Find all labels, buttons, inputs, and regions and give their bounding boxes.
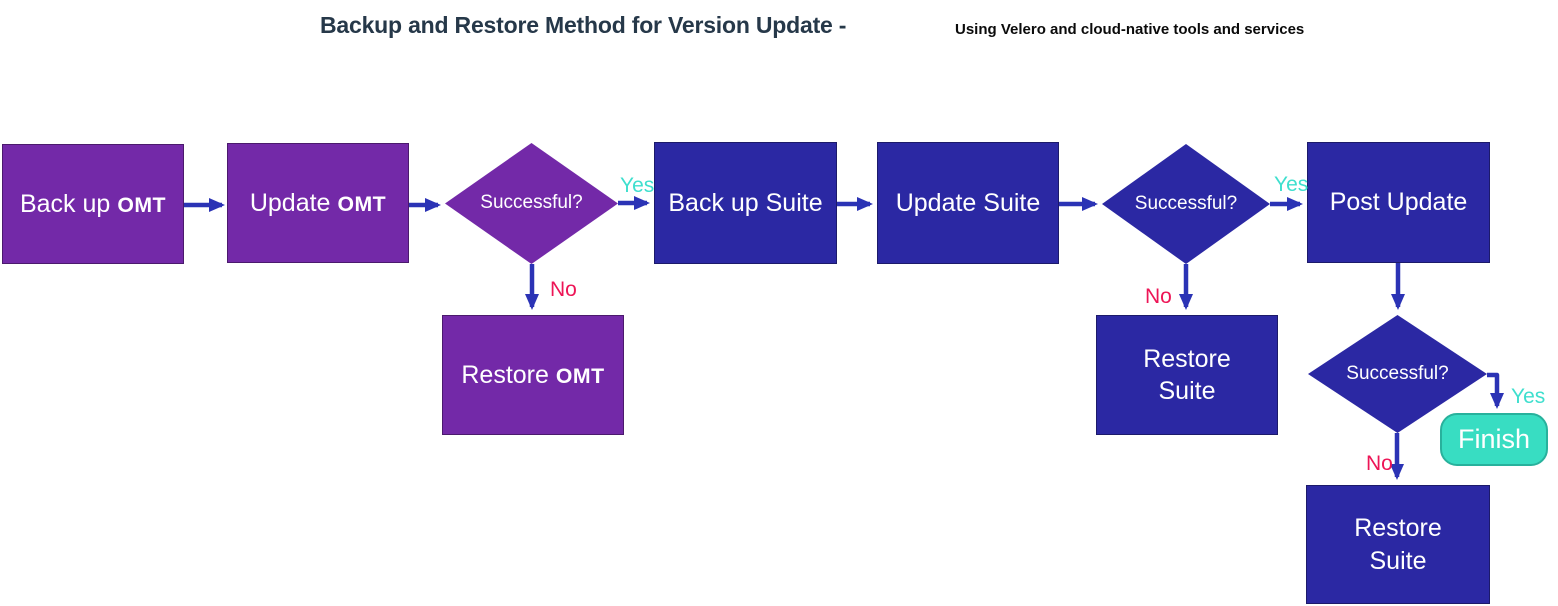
node-label: Finish [1457,423,1531,454]
node-label-acronym: OMT [555,363,605,388]
node-label: Restore [461,360,549,389]
node-finish: Finish [1440,413,1548,466]
node-label: Update [249,188,331,217]
node-label: Back up Suite [668,188,823,217]
node-label: Post Update [1329,188,1468,217]
node-label-acronym: OMT [117,192,167,217]
node-label: Successful? [1346,362,1449,384]
edge-decisionpost-finish [1487,372,1504,409]
node-label-acronym: OMT [337,191,387,216]
node-label: Successful? [1134,192,1238,214]
diagram-subtitle: Using Velero and cloud-native tools and … [955,21,1305,38]
node-decision-omt: Successful? [445,143,618,264]
node-decision-suite: Successful? [1102,144,1270,264]
edge-label-yes-suite: Yes [1274,173,1309,196]
node-label: Back up [19,189,111,218]
edge-label-yes-post: Yes [1511,385,1546,408]
edge-label-no-post: No [1366,452,1393,475]
edge-label-no-omt: No [550,278,577,301]
node-post-update: Post Update [1307,142,1490,263]
edge-label-yes-omt: Yes [620,174,655,197]
diagram-title: Backup and Restore Method for Version Up… [320,12,847,38]
edge-label-no-suite: No [1145,285,1172,308]
node-label-line1: Restore [1143,344,1231,373]
node-label: Update Suite [895,188,1041,217]
node-label: Successful? [480,192,583,214]
node-backup-suite: Back up Suite [654,142,837,264]
node-label-line2: Suite [1158,377,1216,405]
node-label-line1: Restore [1354,514,1442,542]
node-label-line2: Suite [1369,546,1427,575]
node-update-suite: Update Suite [877,142,1059,264]
